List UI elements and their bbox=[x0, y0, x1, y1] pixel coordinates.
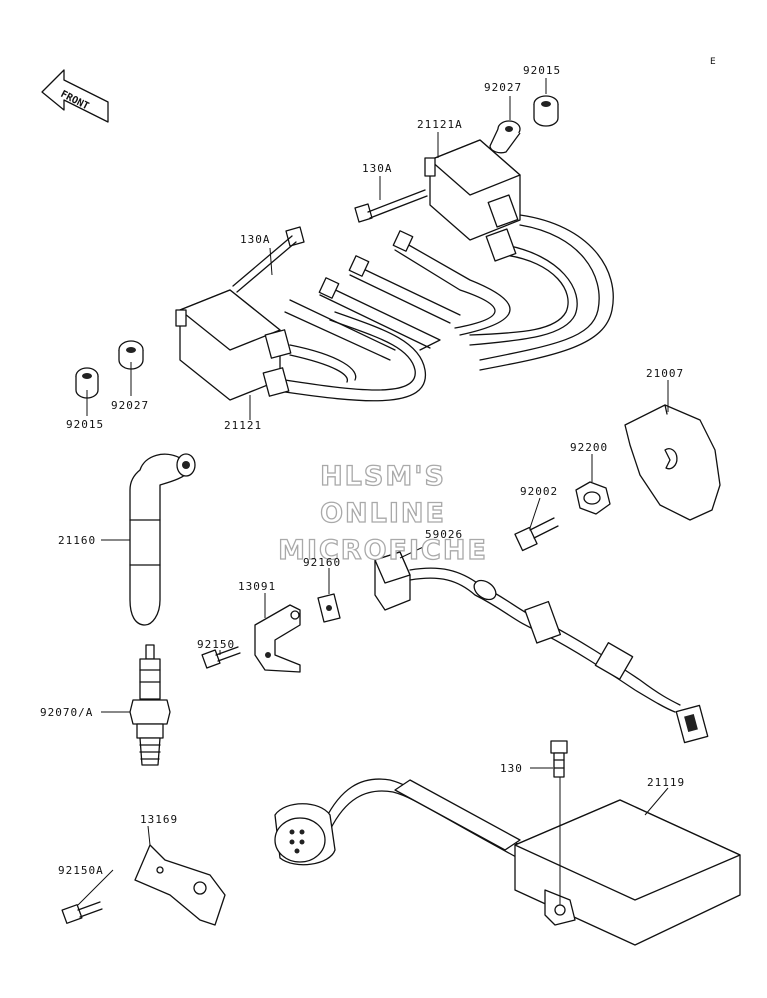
part-labels: 92015 92027 21121A 130A 130A 92027 92015… bbox=[40, 64, 685, 877]
wire-harness-59026[interactable] bbox=[374, 551, 709, 744]
collar-92027-top bbox=[489, 120, 521, 154]
label-130[interactable]: 130 bbox=[500, 762, 523, 775]
pad-92160 bbox=[317, 593, 341, 623]
label-21119[interactable]: 21119 bbox=[647, 776, 685, 789]
watermark-line-1: HLSM'S bbox=[320, 461, 446, 492]
label-21007[interactable]: 21007 bbox=[646, 367, 684, 380]
label-92200[interactable]: 92200 bbox=[570, 441, 608, 454]
label-13169[interactable]: 13169 bbox=[140, 813, 178, 826]
watermark: HLSM'S ONLINE MICROFICHE bbox=[277, 460, 488, 566]
label-92027-top[interactable]: 92027 bbox=[484, 81, 522, 94]
label-21160[interactable]: 21160 bbox=[58, 534, 96, 547]
nut-92200 bbox=[575, 481, 611, 515]
bolt-130A-upper bbox=[354, 189, 428, 223]
label-92002[interactable]: 92002 bbox=[520, 485, 558, 498]
label-92015-left[interactable]: 92015 bbox=[66, 418, 104, 431]
label-59026[interactable]: 59026 bbox=[425, 528, 463, 541]
timing-rotor-21007[interactable] bbox=[624, 404, 721, 521]
label-92070A[interactable]: 92070/A bbox=[40, 706, 93, 719]
plug-leads-upper bbox=[318, 230, 511, 351]
bolt-92150A bbox=[61, 901, 103, 924]
leader-lines bbox=[77, 78, 669, 906]
spark-plug-cap-21160[interactable] bbox=[129, 453, 196, 626]
watermark-line-2: ONLINE bbox=[320, 498, 446, 529]
label-21121A[interactable]: 21121A bbox=[417, 118, 463, 131]
bracket-13169[interactable] bbox=[134, 844, 226, 926]
grommet-92015-top bbox=[533, 95, 559, 127]
label-92015-top[interactable]: 92015 bbox=[523, 64, 561, 77]
label-13091[interactable]: 13091 bbox=[238, 580, 276, 593]
label-92150[interactable]: 92150 bbox=[197, 638, 235, 651]
page-marker: E bbox=[710, 57, 716, 67]
label-92160[interactable]: 92160 bbox=[303, 556, 341, 569]
front-arrow-icon: FRONT bbox=[41, 69, 109, 123]
label-92150A[interactable]: 92150A bbox=[58, 864, 104, 877]
igniter-21119[interactable] bbox=[274, 778, 741, 946]
watermark-line-3: MICROFICHE bbox=[278, 535, 488, 566]
bolt-130A-lower bbox=[232, 226, 305, 293]
ignition-coil-21121[interactable] bbox=[175, 289, 426, 402]
label-130A-left[interactable]: 130A bbox=[240, 233, 271, 246]
bolt-92002 bbox=[514, 517, 559, 552]
label-92027-left[interactable]: 92027 bbox=[111, 399, 149, 412]
bracket-13091[interactable] bbox=[254, 604, 301, 673]
label-21121[interactable]: 21121 bbox=[224, 419, 262, 432]
bolt-92150 bbox=[201, 646, 241, 669]
spark-plug-92070A[interactable] bbox=[129, 644, 171, 766]
ignition-coil-21121A[interactable] bbox=[424, 139, 614, 371]
bolt-130 bbox=[550, 740, 568, 778]
grommet-92015-left bbox=[75, 367, 99, 399]
label-130A-top[interactable]: 130A bbox=[362, 162, 393, 175]
